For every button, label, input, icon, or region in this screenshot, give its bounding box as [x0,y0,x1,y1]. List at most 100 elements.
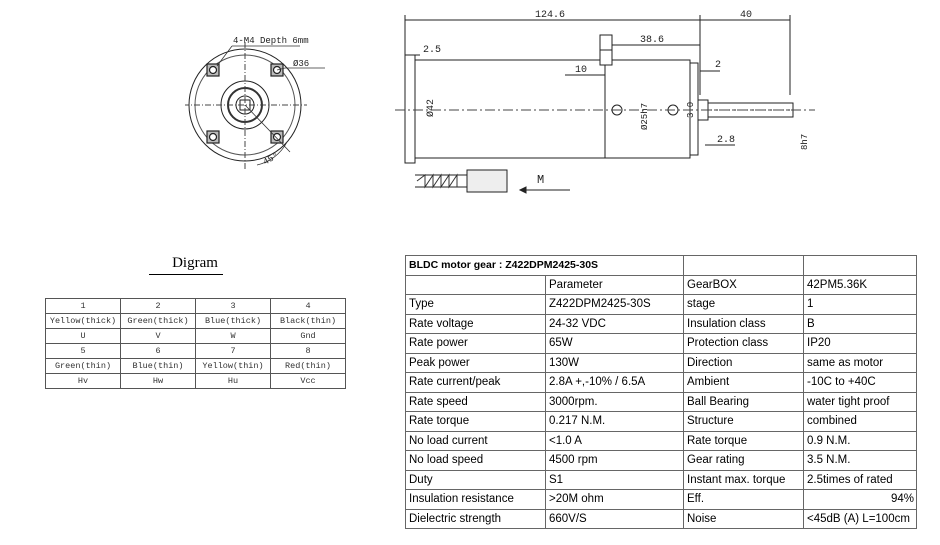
table-cell: 5 [45,343,121,359]
table-cell: Yellow(thin) [195,358,271,374]
table-cell: Insulation resistance [405,489,546,510]
table-cell: Black(thin) [270,313,346,329]
table-cell: Direction [683,352,804,373]
spec-title-row: BLDC motor gear : Z422DPM2425-30S [405,255,917,276]
table-cell: >20M ohm [545,489,684,510]
table-cell: Duty [405,469,546,490]
table-cell: IP20 [803,333,917,354]
table-cell: Rate speed [405,391,546,412]
side-view-drawing: 124.6 40 38.6 2.5 10 2 2.8 Ø42 Ø25h7 3.0… [395,10,815,194]
table-cell: Hu [195,373,271,389]
table-cell: <45dB (A) L=100cm [803,508,917,529]
table-cell: 2 [120,298,196,314]
table-cell: W [195,328,271,344]
dim-shaft-dia: 8h7 [800,134,810,150]
dim-10: 10 [575,65,587,76]
table-cell: Peak power [405,352,546,373]
dim-2: 2 [715,60,721,71]
table-cell: Z422DPM2425-30S [545,294,684,315]
front-view-drawing: 4-M4 Depth 6mm Ø36 45° [185,36,325,170]
spec-title: BLDC motor gear : Z422DPM2425-30S [405,255,684,276]
table-cell: 1 [803,294,917,315]
dim-flange: 2.5 [423,45,441,56]
dim-body-dia: Ø42 [425,99,437,117]
table-cell: S1 [545,469,684,490]
table-cell: GearBOX [683,274,804,295]
table-cell: Noise [683,508,804,529]
table-cell: 4 [270,298,346,314]
table-cell: 4500 rpm [545,450,684,471]
table-row: Green(thin)Blue(thin)Yellow(thin)Red(thi… [45,358,346,374]
table-cell: 0.9 N.M. [803,430,917,451]
connector [466,169,508,193]
table-cell: -10C to +40C [803,372,917,393]
table-cell: water tight proof [803,391,917,412]
table-cell [803,255,917,276]
wiring-title: Digram [172,255,218,271]
table-cell: <1.0 A [545,430,684,451]
table-row: Yellow(thick)Green(thick)Blue(thick)Blac… [45,313,346,329]
table-cell: Rate torque [405,411,546,432]
table-cell [405,274,546,295]
table-cell: Rate torque [683,430,804,451]
dim-pilot: Ø25h7 [640,103,650,130]
table-cell: combined [803,411,917,432]
table-cell: Red(thin) [270,358,346,374]
mounting-holes [206,63,284,144]
table-cell: 1 [45,298,121,314]
table-cell: Vcc [270,373,346,389]
table-cell: Type [405,294,546,315]
table-cell: Ball Bearing [683,391,804,412]
table-cell: 7 [195,343,271,359]
table-cell: B [803,313,917,334]
table-cell: 3 [195,298,271,314]
holes-note: 4-M4 Depth 6mm [233,36,309,46]
table-cell: Protection class [683,333,804,354]
table-cell: 24-32 VDC [545,313,684,334]
table-cell: 65W [545,333,684,354]
table-cell: Hv [45,373,121,389]
table-cell: same as motor [803,352,917,373]
table-cell: Blue(thick) [195,313,271,329]
table-cell: Rate current/peak [405,372,546,393]
table-cell: 42PM5.36K [803,274,917,295]
table-cell: 2.8A +,-10% / 6.5A [545,372,684,393]
rear-flange [404,54,416,164]
dim-3-0: 3.0 [686,102,696,118]
spec-table: BLDC motor gear : Z422DPM2425-30S Parame… [405,255,917,529]
table-cell: Green(thick) [120,313,196,329]
table-cell: 130W [545,352,684,373]
table-cell: Structure [683,411,804,432]
dim-2-8: 2.8 [717,135,735,146]
table-cell: 660V/S [545,508,684,529]
table-cell: Hw [120,373,196,389]
table-cell: Instant max. torque [683,469,804,490]
table-cell [683,255,804,276]
table-cell: 8 [270,343,346,359]
angle-note: 45° [262,151,281,168]
table-cell: Yellow(thick) [45,313,121,329]
table-cell: Dielectric strength [405,508,546,529]
diameter-note: Ø36 [293,59,309,69]
table-cell: 2.5times of rated [803,469,917,490]
dim-gearbox: 38.6 [640,35,664,46]
table-cell: Ambient [683,372,804,393]
table-cell: Parameter [545,274,684,295]
table-cell: 3000rpm. [545,391,684,412]
table-cell: 6 [120,343,196,359]
wiring-title-underline [149,274,223,275]
